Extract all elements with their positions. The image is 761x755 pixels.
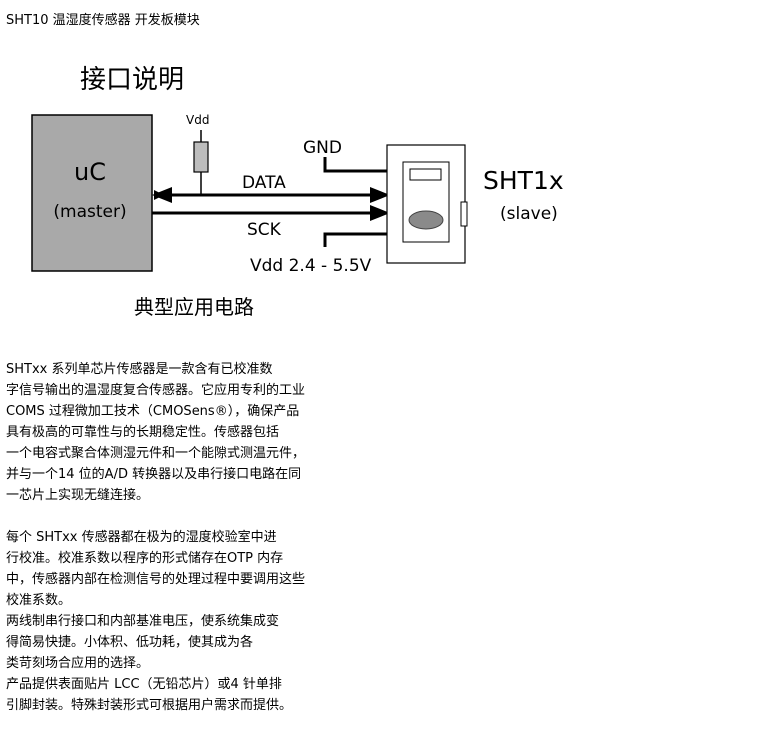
text-line: 类苛刻场合应用的选择。 [6,656,150,671]
master-sub-label: (master) [53,202,126,222]
slave-label: SHT1x [483,166,564,195]
text-line: 两线制串行接口和内部基准电压，使系统集成变 [6,614,280,629]
sensor-side-tab [460,201,468,227]
gnd-line [323,157,387,173]
vdd-label: Vdd [186,113,209,127]
supply-line [323,232,387,247]
master-box [31,114,153,272]
text-line: 并与一个14 位的A/D 转换器以及串行接口电路在同 [6,467,302,482]
sck-arrow-right [370,205,390,221]
sensor-element [408,210,444,230]
supply-label: Vdd 2.4 - 5.5V [250,256,372,276]
description: SHTxx 系列单芯片传感器是一款含有已校准数 字信号输出的温湿度复合传感器。它… [6,359,346,716]
text-line: 字信号输出的温湿度复合传感器。它应用专利的工业 [6,383,306,398]
data-arrow-left [152,187,172,203]
text-line: 校准系数。 [6,593,72,608]
slave-sub-label: (slave) [500,204,558,224]
diagram-heading: 接口说明 [80,65,184,95]
paragraph-gap [6,506,346,527]
sck-label: SCK [247,220,282,240]
text-line: 得简易快捷。小体积、低功耗，使其成为各 [6,635,254,650]
text-line: 具有极高的可靠性与的长期稳定性。传感器包括 [6,425,280,440]
text-line: 产品提供表面贴片 LCC（无铅芯片）或4 针单排 [6,677,282,692]
gnd-label: GND [303,138,342,158]
text-line: 行校准。校准系数以程序的形式储存在OTP 内存 [6,551,284,566]
text-line: SHTxx 系列单芯片传感器是一款含有已校准数 [6,362,273,377]
text-line: 中，传感器内部在检测信号的处理过程中要调用这些 [6,572,306,587]
text-line: 一芯片上实现无缝连接。 [6,488,150,503]
pullup-resistor [193,141,209,173]
text-line: COMS 过程微加工技术（CMOSens®），确保产品 [6,404,300,419]
data-arrow-right [370,187,390,203]
sensor-slot [409,168,442,181]
data-label: DATA [242,173,286,193]
text-line: 每个 SHTxx 传感器都在极为的湿度校验室中进 [6,530,277,545]
master-label: uC [74,158,106,186]
text-line: 引脚封装。特殊封装形式可根据用户需求而提供。 [6,698,293,713]
description-paragraph-2: 每个 SHTxx 传感器都在极为的湿度校验室中进 行校准。校准系数以程序的形式储… [6,527,346,716]
interface-diagram: 接口说明 uC (master) Vdd DATA SCK GND Vdd 2.… [0,50,620,330]
page-title: SHT10 温湿度传感器 开发板模块 [6,13,200,28]
diagram-caption: 典型应用电路 [134,295,254,319]
text-line: 一个电容式聚合体测湿元件和一个能隙式测温元件， [6,446,306,461]
description-paragraph-1: SHTxx 系列单芯片传感器是一款含有已校准数 字信号输出的温湿度复合传感器。它… [6,359,346,506]
